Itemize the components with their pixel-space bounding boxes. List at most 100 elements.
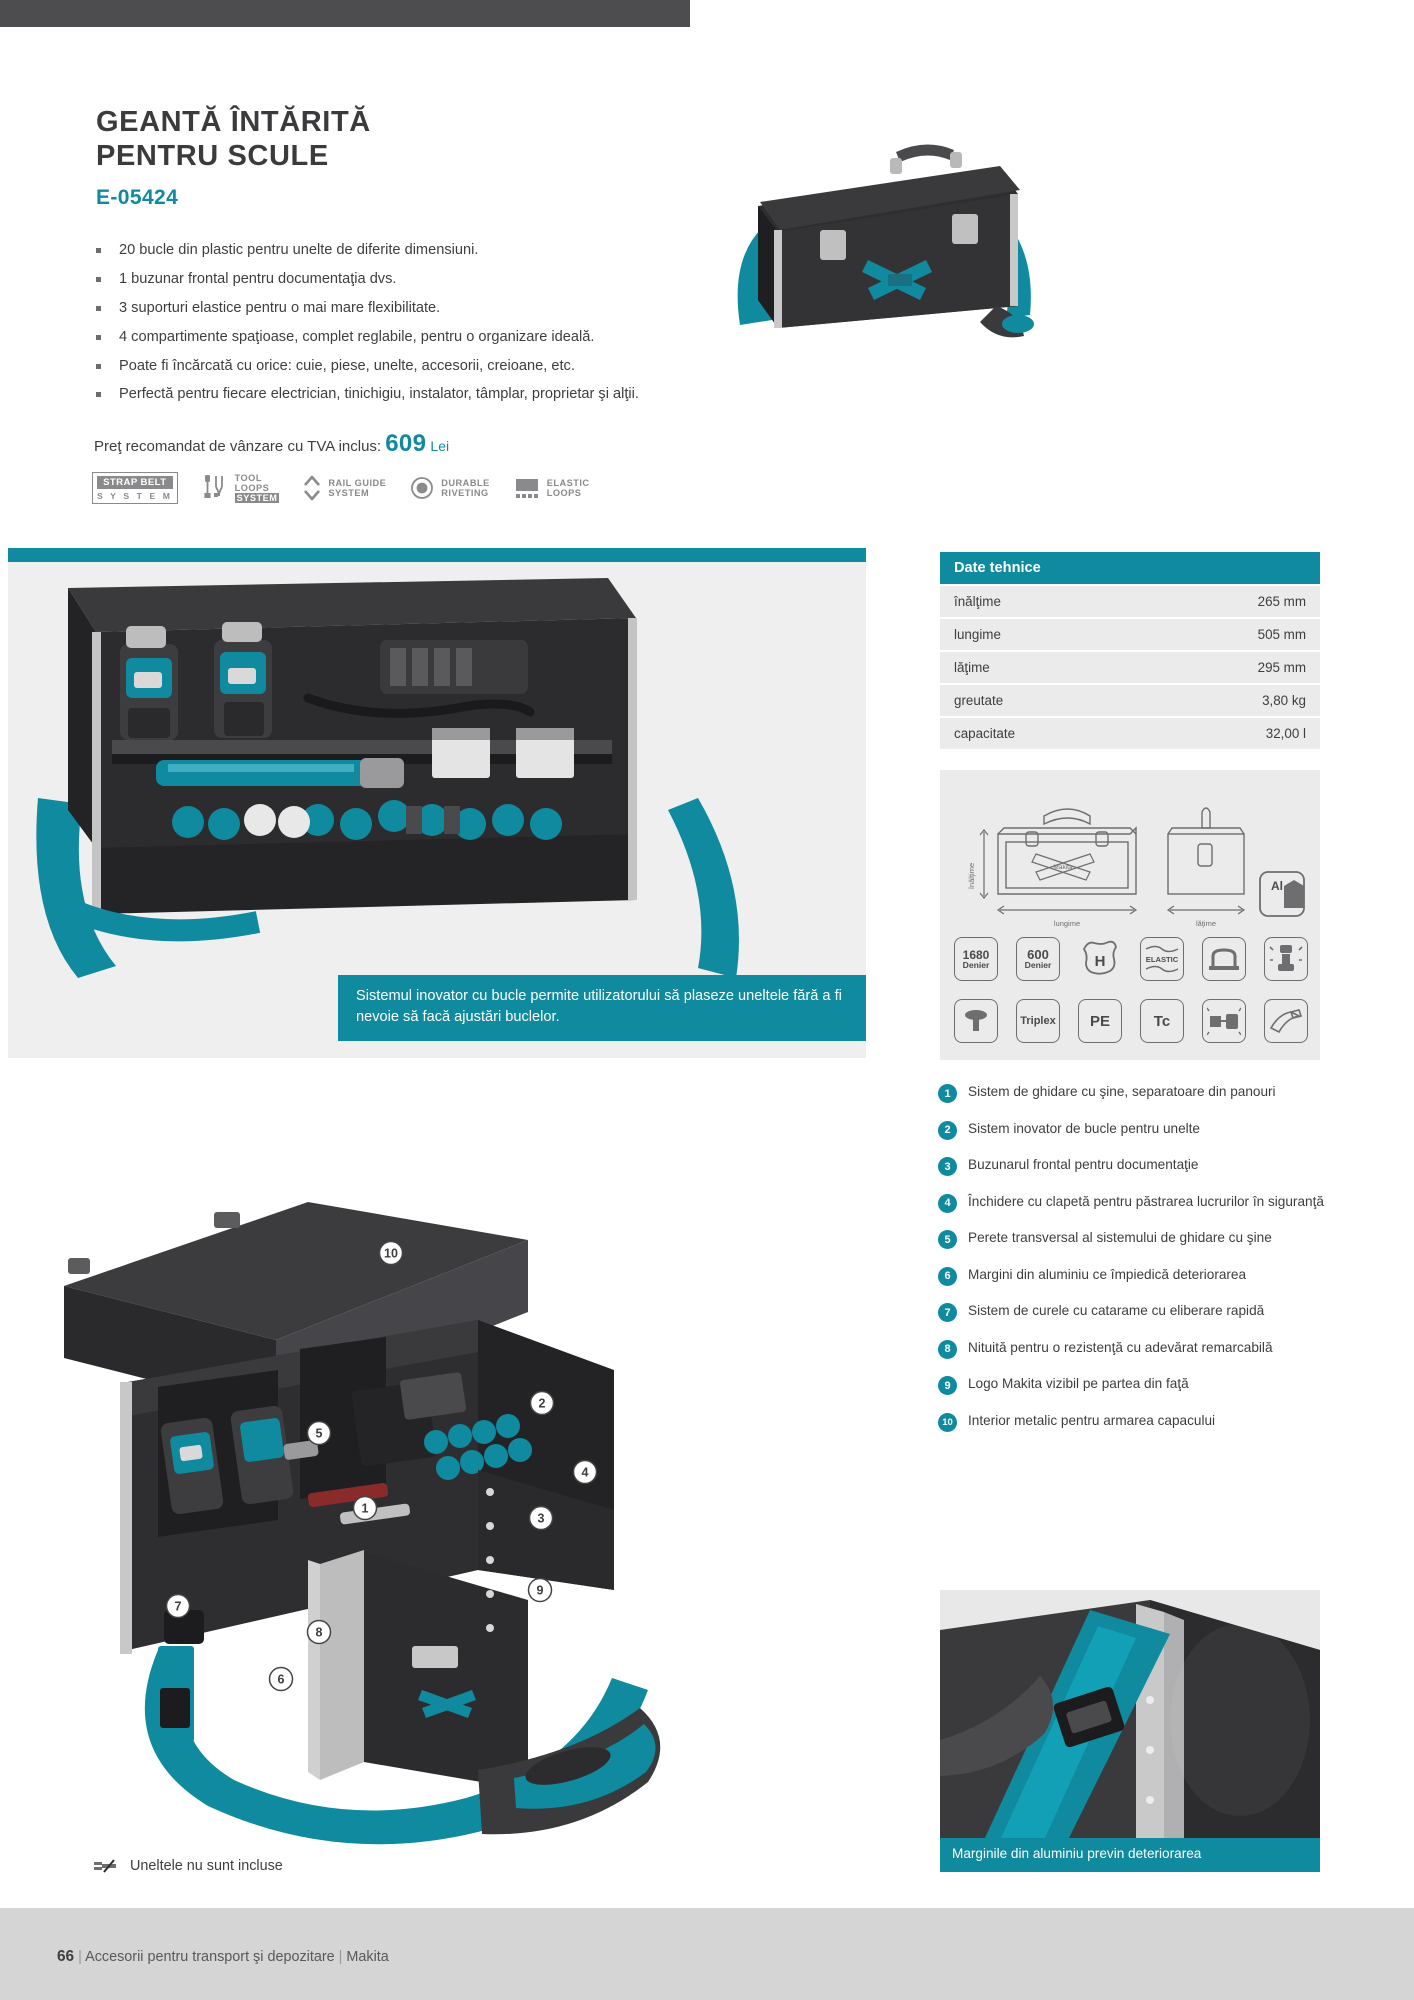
list-item: 3 Buzunarul frontal pentru documentaţie [938,1156,1328,1176]
list-item: 1 buzunar frontal pentru documentaţia dv… [93,271,703,289]
price-label: Preţ recomandat de vânzare cu TVA inclus… [94,438,382,455]
feature-number: 8 [938,1339,957,1359]
aluminium-edge-illustration [940,1590,1320,1840]
top-bar [0,0,690,27]
feature-number: 6 [938,1266,957,1286]
feature-number: 9 [938,1376,957,1395]
rail-guide-label: RAIL GUIDE SYSTEM [328,478,386,499]
table-row: lungime 505 mm [940,619,1320,650]
list-item: Poate fi încărcată cu orice: cuie, piese… [93,358,703,376]
feature-text: Margini din aluminiu ce împiedică deteri… [968,1266,1247,1282]
dim-width-label: lăţime [1196,919,1216,928]
product-title-line1: GEANTĂ ÎNTĂRITĂ [96,106,371,138]
photo-caption-right-text: Marginile din aluminiu previn deteriorar… [952,1846,1202,1861]
list-item: 2 Sistem inovator de bucle pentru unelte [938,1120,1328,1140]
tool-loops-line1: TOOL [234,472,262,483]
row-value: 505 mm [1257,627,1306,642]
feature-text: Nituită pentru o rezistenţă cu adevărat … [968,1339,1273,1355]
list-item: 9 Logo Makita vizibil pe partea din faţă [938,1375,1328,1395]
list-item: 4 Închidere cu clapetă pentru păstrarea … [938,1193,1328,1213]
feature-number: 10 [938,1412,957,1432]
tools-not-included-note: Uneltele nu sunt incluse [92,1858,283,1874]
tech-data-header: Date tehnice [940,552,1320,584]
tool-loops-line3: SYSTEM [234,493,280,504]
dimension-diagram: Makita înălţime lungime lăţime Al [967,807,1305,928]
list-item: Perfectă pentru fiecare electrician, tin… [93,386,703,404]
row-value: 3,80 kg [1262,693,1306,708]
svg-text:Makita: Makita [1053,864,1073,871]
strap-belt-sublabel: S Y S T E M [97,491,173,501]
photo-caption-main-text: Sistemul inovator cu bucle permite utili… [356,988,842,1026]
badge-rail-guide-system: RAIL GUIDE SYSTEM [303,473,386,503]
feature-number: 2 [938,1120,957,1140]
rail-guide-line2: SYSTEM [328,488,370,498]
feature-number: 7 [938,1303,957,1322]
feature-number: 4 [938,1193,957,1213]
handle-icon [1202,937,1246,981]
price-amount: 609 [385,430,427,457]
list-item: 10 Interior metalic pentru armarea capac… [938,1412,1328,1432]
feature-text: Sistem de curele cu catarame cu eliberar… [968,1303,1265,1318]
table-row: greutate 3,80 kg [940,685,1320,716]
footer-brand: Makita [346,1949,389,1965]
list-item: 20 bucle din plastic pentru unelte de di… [93,242,703,260]
elastic-loops-label: ELASTIC LOOPS [547,478,590,499]
badge-durable-riveting: DURABLE RIVETING [410,476,489,500]
triplex-icon: Triplex [1016,999,1060,1043]
row-label: înălţime [954,594,1001,609]
rail-guide-line1: RAIL GUIDE [328,477,387,488]
list-item: 5 Perete transversal al sistemului de gh… [938,1229,1328,1249]
rail-guide-icon [304,475,321,501]
dim-height-label: înălţime [967,863,976,890]
photo-accent-strip [8,548,866,562]
feature-number: 5 [938,1230,957,1249]
durable-riveting-icon [411,477,434,499]
rivet-icon [954,999,998,1043]
feature-text: Interior metalic pentru armarea capaculu… [968,1412,1216,1428]
detail-case-illustration [64,1202,661,1845]
strap-belt-label: STRAP BELT [97,476,173,489]
tc-icon: Tc [1140,999,1184,1043]
tools-not-included-text: Uneltele nu sunt incluse [130,1858,283,1874]
table-row: înălţime 265 mm [940,586,1320,617]
svg-text:ELASTIC: ELASTIC [1146,955,1179,964]
list-item: 7 Sistem de curele cu catarame cu eliber… [938,1302,1328,1322]
aluminium-icon-label: Al [1271,879,1283,893]
row-value: 265 mm [1257,594,1306,609]
photo-caption-right: Marginile din aluminiu previn deteriorar… [940,1838,1320,1872]
dim-length-label: lungime [1054,919,1080,928]
badge-tool-loops-system: TOOL LOOPS SYSTEM [202,473,280,504]
elastic-loops-line2: LOOPS [546,488,582,498]
product-title-line2: PENTRU SCULE [96,140,329,173]
pe-icon: PE [1078,999,1122,1043]
feature-text: Perete transversal al sistemului de ghid… [968,1230,1272,1245]
page-number: 66 [57,1948,75,1965]
elastic-loops-line1: ELASTIC [546,477,590,488]
row-label: capacitate [954,726,1016,741]
row-label: greutate [954,693,1004,708]
list-item: 3 suporturi elastice pentru o mai mare f… [93,300,703,318]
hero-product-photo [737,144,1034,338]
row-label: lungime [954,627,1001,642]
feature-bullet-list: 20 bucle din plastic pentru unelte de di… [93,242,703,415]
feature-text: Sistem inovator de bucle pentru unelte [968,1120,1200,1136]
feature-text: Buzunarul frontal pentru documentaţie [968,1157,1199,1172]
row-value: 32,00 l [1265,726,1306,741]
buckle-icon [1202,999,1246,1043]
feature-text: Logo Makita vizibil pe partea din faţă [968,1376,1189,1391]
price-line: Preţ recomandat de vânzare cu TVA inclus… [94,430,449,458]
numbered-feature-list: 1 Sistem de ghidare cu şine, separatoare… [938,1083,1328,1448]
feature-number: 1 [938,1084,957,1103]
product-photo-open-case [8,548,866,1058]
row-value: 295 mm [1257,660,1306,675]
spec-diagram-panel: Makita înălţime lungime lăţime Al [940,770,1320,1060]
table-row: capacitate 32,00 l [940,718,1320,749]
feature-text: Sistem de ghidare cu şine, separatoare d… [968,1084,1276,1099]
badge-elastic-loops: ELASTIC LOOPS [514,476,590,500]
rivet-impact-icon [1264,937,1308,981]
feature-number: 3 [938,1157,957,1176]
footer-section: Accesorii pentru transport şi depozitare [85,1949,335,1965]
strap-end-icon [1264,999,1308,1043]
